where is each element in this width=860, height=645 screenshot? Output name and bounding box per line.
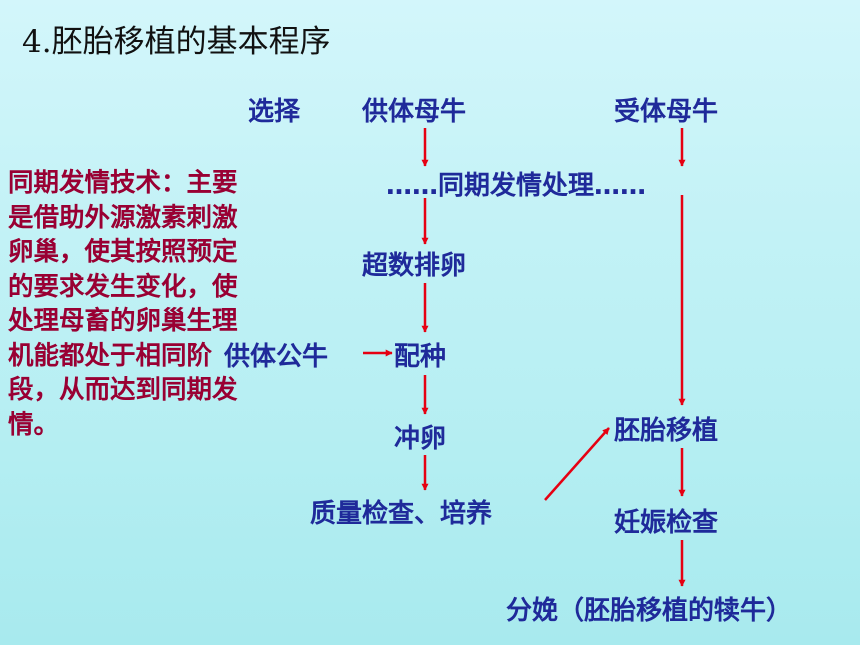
node-select: 选择	[248, 97, 301, 127]
node-calving: 分娩（胚胎移植的犊牛）	[506, 596, 793, 626]
arrow-quality-to-transfer	[544, 427, 610, 501]
node-donor-bull: 供体公牛	[224, 342, 329, 372]
node-superovulation: 超数排卵	[362, 251, 467, 281]
node-pregnancy-check: 妊娠检查	[614, 508, 719, 538]
node-donor-cow: 供体母牛	[362, 97, 467, 127]
node-recipient-cow: 受体母牛	[614, 97, 719, 127]
node-quality-check: 质量检查、培养	[310, 499, 493, 529]
page-title: 4.胚胎移植的基本程序	[22, 24, 331, 60]
node-mating: 配种	[394, 342, 447, 372]
node-synchronize: ……同期发情处理……	[386, 171, 647, 201]
node-flushing: 冲卵	[394, 424, 447, 454]
side-note: 同期发情技术：主要是借助外源激素刺激卵巢，使其按照预定的要求发生变化，使处理母畜…	[8, 168, 238, 440]
node-embryo-transfer: 胚胎移植	[614, 416, 719, 446]
